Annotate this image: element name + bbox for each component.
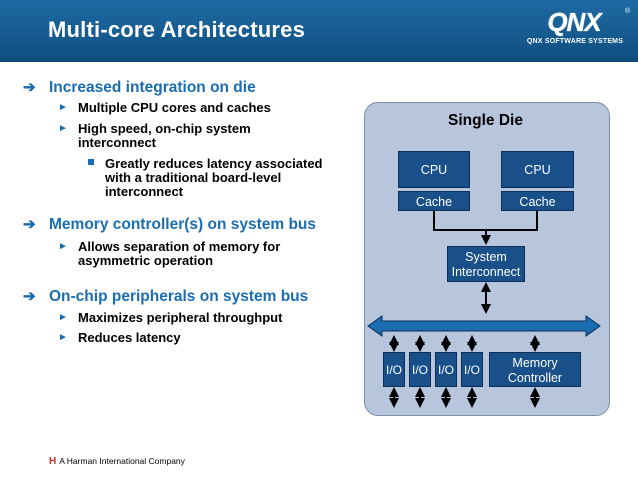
footer-text: A Harman International Company — [59, 456, 185, 466]
memory-controller-box: Memory Controller — [489, 352, 581, 387]
bullet-text: Increased integration on die — [49, 79, 256, 96]
memory-controller-label-1: Memory — [512, 356, 558, 370]
cpu-2-box: CPU — [501, 151, 574, 188]
subbullet-text: Multiple CPU cores and caches — [78, 100, 271, 115]
die-title: Single Die — [448, 112, 523, 129]
memory-controller-label-2: Controller — [507, 371, 563, 385]
subbullet-cpu-cores: ► Multiple CPU cores and caches — [58, 100, 271, 115]
bullet-text: On-chip peripherals on system bus — [49, 288, 309, 305]
subsub-latency-3: interconnect — [105, 184, 183, 199]
io-box-1: I/O — [383, 352, 405, 387]
triangle-bullet-icon: ► — [58, 312, 68, 323]
cache-2-box: Cache — [501, 191, 574, 211]
cpu-1-box: CPU — [398, 151, 470, 188]
triangle-bullet-icon: ► — [58, 102, 68, 113]
io-box-4: I/O — [461, 352, 483, 387]
subbullet-separation: ► Allows separation of memory for — [58, 239, 281, 254]
subbullet-text: Allows separation of memory for — [78, 239, 281, 254]
subbullet-text: interconnect — [78, 135, 157, 150]
subsub-text: with a traditional board-level — [105, 170, 282, 185]
system-interconnect-label-1: System — [465, 250, 507, 264]
header-bar: Multi-core Architectures QNX ® QNX SOFTW… — [0, 0, 638, 62]
subsub-text: interconnect — [105, 184, 184, 199]
subsub-latency-1: Greatly reduces latency associated — [88, 156, 323, 171]
bullet-memory-controller: ➔ Memory controller(s) on system bus — [23, 216, 317, 234]
arrow-bullet-icon: ➔ — [23, 288, 36, 305]
cache-1-box: Cache — [398, 191, 470, 211]
system-interconnect-label-2: Interconnect — [451, 265, 521, 279]
subbullet-latency: ► Reduces latency — [58, 330, 181, 345]
page-title: Multi-core Architectures — [48, 17, 306, 42]
bullet-integration: ➔ Increased integration on die — [23, 79, 256, 97]
subsub-text: Greatly reduces latency associated — [105, 156, 323, 171]
subbullet-text: High speed, on-chip system — [78, 121, 251, 136]
square-bullet-icon — [88, 159, 94, 165]
bullet-peripherals: ➔ On-chip peripherals on system bus — [23, 288, 309, 306]
subbullet-text: Maximizes peripheral throughput — [78, 310, 283, 325]
triangle-bullet-icon: ► — [58, 241, 68, 252]
subsub-latency-2: with a traditional board-level — [105, 170, 281, 185]
qnx-logo-subtitle: QNX SOFTWARE SYSTEMS — [526, 38, 624, 45]
subbullet-high-speed-cont: interconnect — [78, 135, 156, 150]
subbullet-text: asymmetric operation — [78, 253, 214, 268]
subbullet-text: Reduces latency — [78, 330, 181, 345]
io-box-2: I/O — [409, 352, 431, 387]
subbullet-throughput: ► Maximizes peripheral throughput — [58, 310, 283, 325]
subbullet-high-speed: ► High speed, on-chip system — [58, 121, 251, 136]
triangle-bullet-icon: ► — [58, 123, 68, 134]
harman-logo-icon: H — [49, 456, 57, 467]
io-box-3: I/O — [435, 352, 457, 387]
bullet-text: Memory controller(s) on system bus — [49, 216, 317, 233]
qnx-logo-mark: QNX — [547, 7, 601, 37]
arrow-bullet-icon: ➔ — [23, 79, 36, 96]
triangle-bullet-icon: ► — [58, 332, 68, 343]
system-interconnect-box: System Interconnect — [447, 246, 525, 282]
qnx-logo: QNX ® QNX SOFTWARE SYSTEMS — [516, 8, 634, 54]
subbullet-separation-cont: asymmetric operation — [78, 253, 213, 268]
arrow-bullet-icon: ➔ — [23, 216, 36, 233]
registered-mark: ® — [624, 8, 630, 15]
